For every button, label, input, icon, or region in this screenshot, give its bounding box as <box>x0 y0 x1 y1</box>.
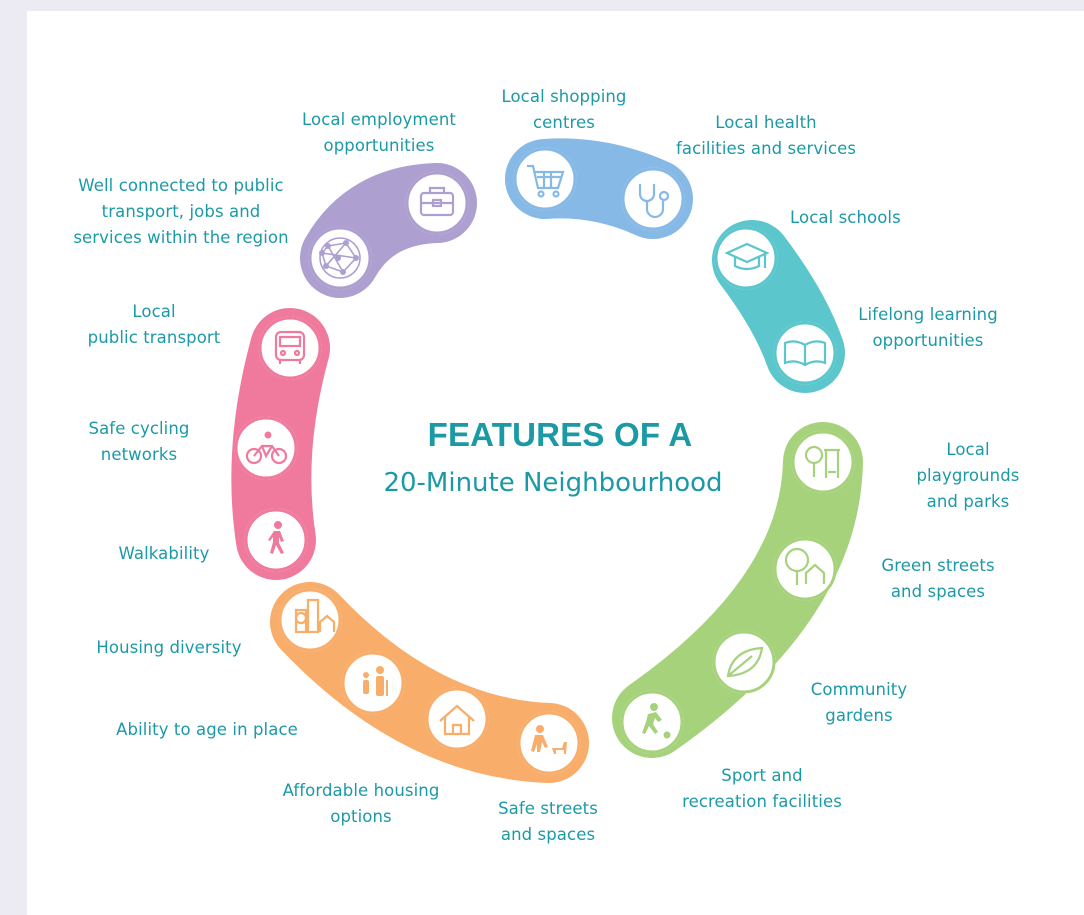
graduation-cap-icon <box>724 242 770 271</box>
house-icon <box>439 704 475 736</box>
playground-icon <box>804 445 840 478</box>
shopping-cart-icon <box>527 164 565 198</box>
band-orange <box>270 582 589 783</box>
label-community-gardens: Community gardens <box>810 680 908 725</box>
label-well-connected: Well connected to public transport, jobs… <box>73 176 289 247</box>
stethoscope-icon <box>638 184 670 219</box>
label-local-schools: Local schools <box>790 208 901 227</box>
label-safe-cycling: Safe cycling networks <box>88 419 190 464</box>
person-walking-dog-icon <box>531 725 567 754</box>
bus-icon <box>274 330 306 364</box>
briefcase-icon <box>419 186 455 217</box>
label-sport-recreation: Sport and recreation facilities <box>682 766 842 811</box>
walking-person-icon <box>268 521 284 554</box>
label-local-employment: Local employment opportunities <box>302 110 456 155</box>
label-affordable-housing: Affordable housing options <box>282 781 440 826</box>
label-safe-streets: Safe streets and spaces <box>498 799 598 844</box>
tree-house-icon <box>784 547 826 585</box>
title-line-1: FEATURES OF A <box>427 416 693 453</box>
label-local-health: Local health facilities and services <box>675 113 857 158</box>
label-lifelong-learning: Lifelong learning opportunities <box>858 305 998 350</box>
label-housing-diversity: Housing diversity <box>96 638 242 657</box>
label-local-shopping: Local shopping centres <box>501 87 627 132</box>
elderly-and-child-icon <box>363 666 388 696</box>
label-playgrounds: Local playgrounds and parks <box>916 440 1020 511</box>
buildings-icon <box>294 598 336 634</box>
label-walkability: Walkability <box>118 544 210 563</box>
title-line-2: 20-Minute Neighbourhood <box>383 468 723 498</box>
leaf-icon <box>726 646 764 678</box>
label-age-in-place: Ability to age in place <box>116 720 298 739</box>
book-icon <box>783 340 827 367</box>
label-local-public-transport: Local public transport <box>87 302 221 347</box>
cyclist-icon <box>245 444 288 465</box>
label-green-streets: Green streets and spaces <box>881 556 995 601</box>
band-green <box>612 422 863 758</box>
soccer-player-icon <box>642 703 671 739</box>
